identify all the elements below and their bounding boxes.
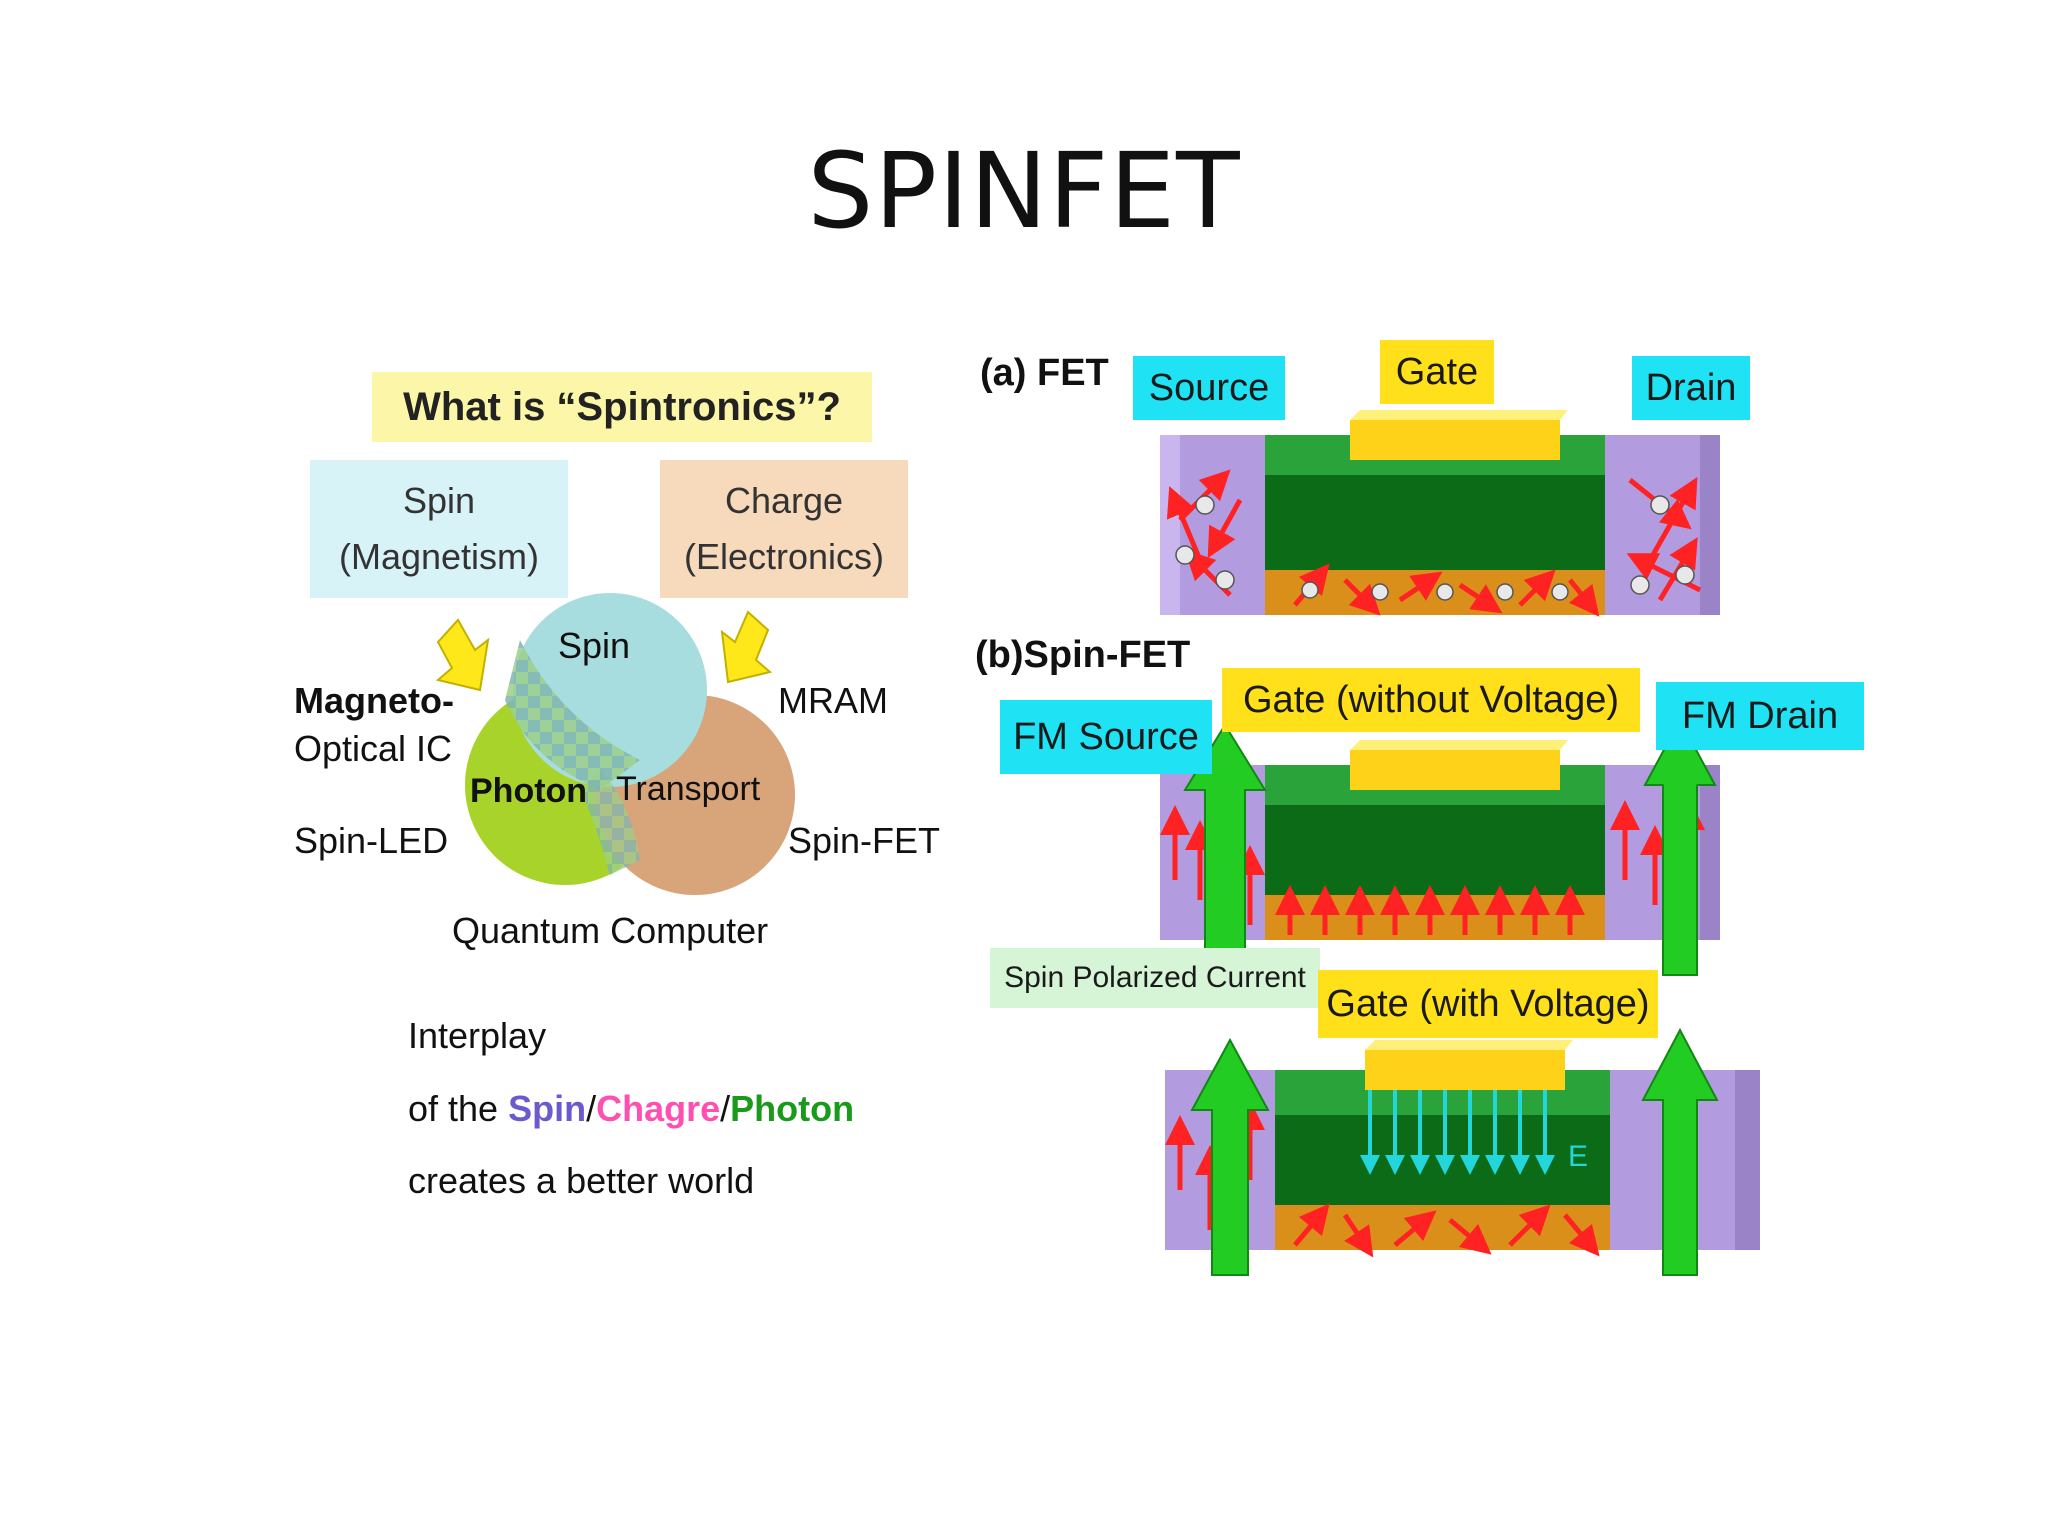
panel-a-label: (a) FET: [980, 352, 1109, 394]
label-quantum-computer: Quantum Computer: [452, 910, 769, 951]
caption-line-3: creates a better world: [408, 1160, 755, 1201]
label-spin-fet: Spin-FET: [788, 820, 941, 861]
venn-diagram: [465, 593, 795, 895]
label-spin-led: Spin-LED: [294, 820, 449, 861]
caption-slash-2: /: [720, 1088, 731, 1129]
spin-category-box: Spin (Magnetism): [310, 460, 568, 598]
spin-category-title: Spin: [402, 480, 476, 521]
fm-drain-label: FM Drain: [1656, 682, 1864, 750]
venn-label-transport: Transport: [616, 770, 761, 808]
label-magneto-1: Magneto-: [294, 680, 454, 721]
spin-category-subtitle: (Magnetism): [338, 536, 540, 577]
green-arrow-source-bottom: [1190, 1037, 1270, 1276]
caption-line-1: Interplay: [408, 1015, 547, 1056]
spintronics-heading-box: What is “Spintronics”?: [372, 372, 872, 442]
venn-label-photon: Photon: [470, 772, 588, 810]
caption-prefix: of the: [408, 1088, 509, 1129]
gate-without-voltage-label: Gate (without Voltage): [1222, 668, 1640, 732]
caption-photon: Photon: [730, 1088, 855, 1129]
charge-category-title: Charge: [724, 480, 844, 521]
caption-spin: Spin: [508, 1088, 587, 1129]
green-arrow-drain-bottom: [1641, 1027, 1719, 1276]
slide-title: SPINFET: [807, 130, 1241, 252]
label-magneto-2: Optical IC: [294, 728, 453, 769]
caption-slash-1: /: [586, 1088, 597, 1129]
charge-category-subtitle: (Electronics): [683, 536, 885, 577]
spintronics-heading: What is “Spintronics”?: [403, 384, 841, 429]
arrow-charge-to-venn: [720, 610, 773, 684]
fet-gate-label: Gate: [1380, 340, 1494, 404]
spin-polarized-current-label: Spin Polarized Current: [990, 948, 1320, 1008]
caption-charge: Chagre: [596, 1088, 721, 1129]
gate-with-voltage-label: Gate (with Voltage): [1318, 970, 1658, 1038]
arrow-spin-to-venn: [435, 618, 490, 692]
fm-source-label: FM Source: [1000, 700, 1212, 774]
electric-field-label: E: [1568, 1140, 1589, 1173]
venn-label-spin: Spin: [558, 625, 631, 666]
spinfet-device-on: [1165, 1027, 1760, 1276]
green-arrow-drain-top: [1643, 717, 1717, 976]
fet-device: [1160, 410, 1720, 617]
overlap-photon-spin: [505, 640, 640, 790]
panel-b-label: (b)Spin-FET: [975, 634, 1191, 676]
charge-category-box: Charge (Electronics): [660, 460, 908, 598]
yellow-arrows: [435, 610, 773, 692]
label-mram: MRAM: [778, 680, 888, 721]
fet-drain-label: Drain: [1632, 356, 1750, 420]
fet-source-label: Source: [1133, 356, 1285, 420]
spinfet-device-off: [1160, 717, 1720, 986]
caption-line-2: of the Spin/Chagre/Photon: [408, 1088, 854, 1130]
overlap-photon-transport: [580, 770, 640, 875]
